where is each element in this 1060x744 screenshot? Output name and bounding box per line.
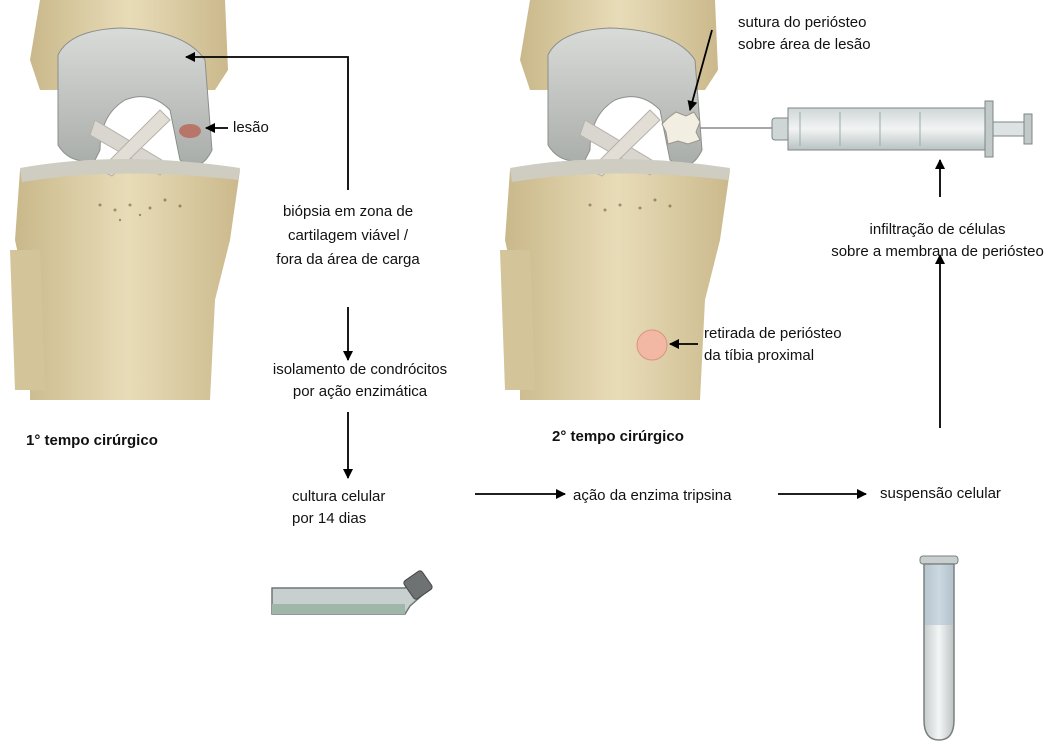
infiltration-line-2: sobre a membrana de periósteo — [815, 241, 1060, 263]
isolation-line-1: isolamento de condrócitos — [255, 359, 465, 381]
infiltration-line-1: infiltração de células — [815, 219, 1060, 241]
stage1-title: 1° tempo cirúrgico — [26, 431, 158, 451]
isolation-line-2: por ação enzimática — [255, 381, 465, 403]
harvest-site — [637, 330, 667, 360]
infiltration-label: infiltração de células sobre a membrana … — [815, 219, 1060, 263]
biopsy-label: biópsia em zona de cartilagem viável / f… — [263, 200, 433, 272]
knee-illustration-stage2 — [500, 0, 730, 400]
suture-label: sutura do periósteo sobre área de lesão — [738, 12, 871, 56]
knee-illustration-stage1 — [10, 0, 240, 400]
lesion-mark — [179, 124, 201, 138]
test-tube-illustration — [920, 556, 958, 740]
culture-line-1: cultura celular — [292, 486, 385, 508]
culture-label: cultura celular por 14 dias — [292, 486, 385, 530]
biopsy-line-3: fora da área de carga — [263, 248, 433, 272]
harvest-line-1: retirada de periósteo — [704, 323, 842, 345]
stage2-title: 2° tempo cirúrgico — [552, 427, 684, 447]
harvest-line-2: da tíbia proximal — [704, 345, 842, 367]
trypsin-label: ação da enzima tripsina — [573, 486, 731, 506]
suture-line-1: sutura do periósteo — [738, 12, 871, 34]
suture-line-2: sobre área de lesão — [738, 34, 871, 56]
biopsy-line-2: cartilagem viável / — [263, 224, 433, 248]
lesion-label: lesão — [233, 118, 269, 138]
culture-line-2: por 14 dias — [292, 508, 385, 530]
isolation-label: isolamento de condrócitos por ação enzim… — [255, 359, 465, 403]
biopsy-line-1: biópsia em zona de — [263, 200, 433, 224]
culture-flask-illustration — [272, 570, 433, 614]
periosteum-harvest-label: retirada de periósteo da tíbia proximal — [704, 323, 842, 367]
suspension-label: suspensão celular — [880, 484, 1001, 504]
syringe-illustration — [700, 101, 1032, 157]
